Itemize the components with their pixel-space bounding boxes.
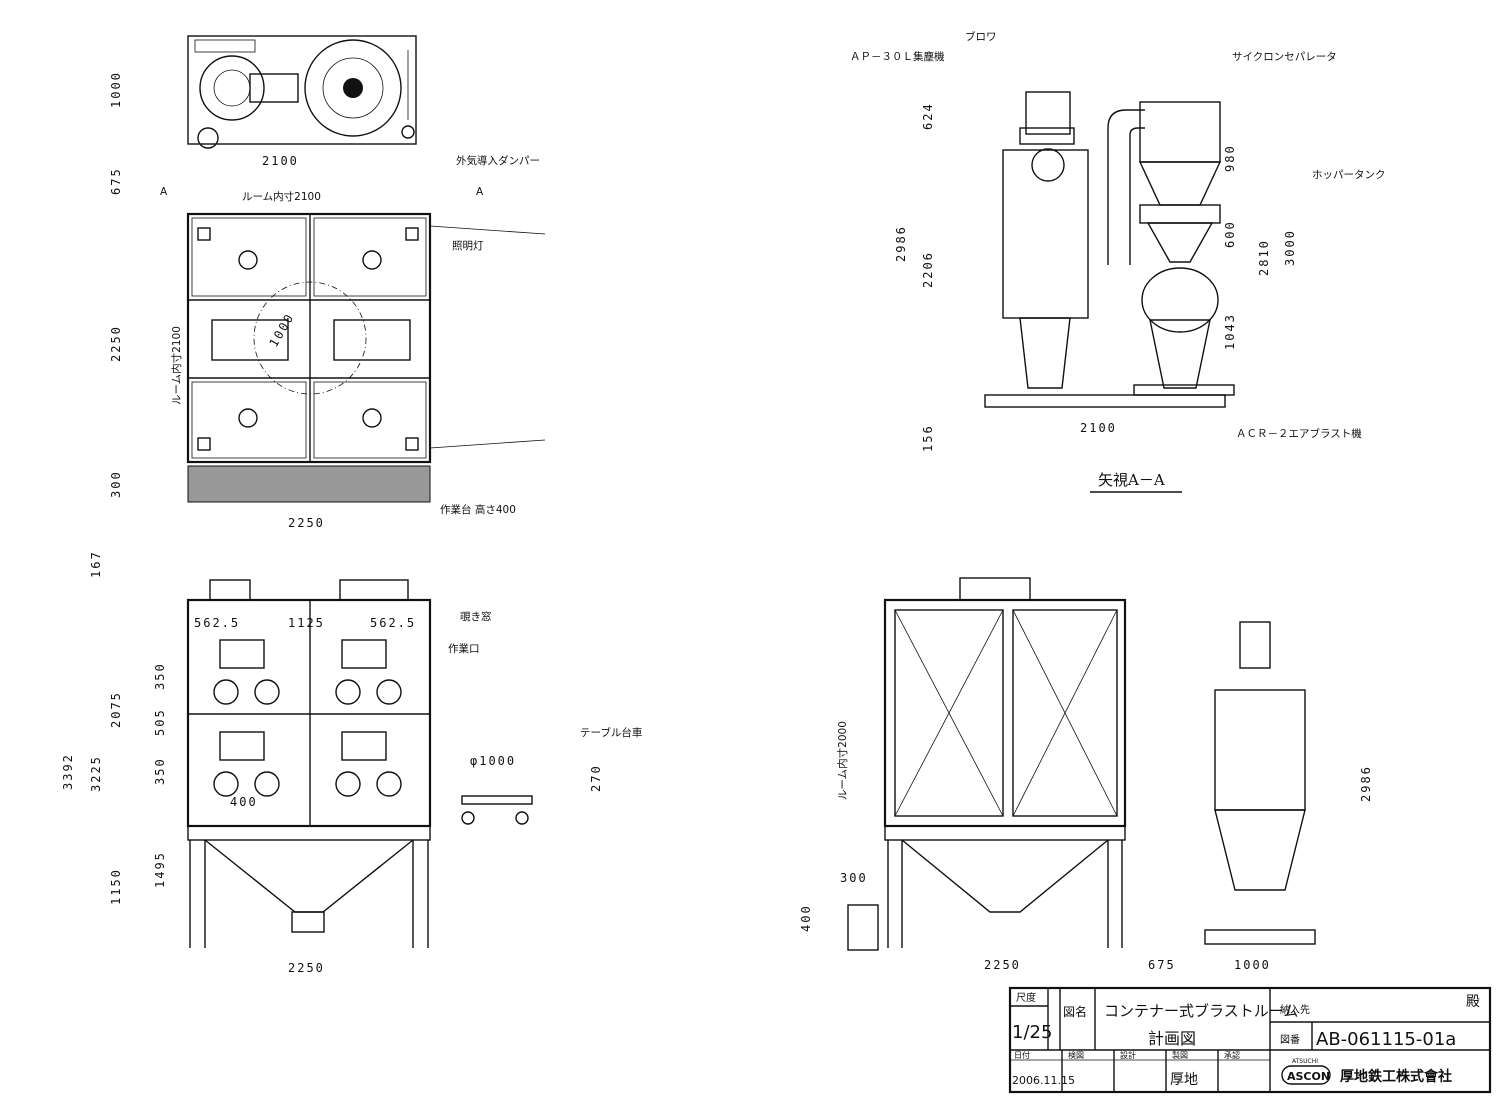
- tb-date-label: 日付: [1014, 1050, 1030, 1060]
- tb-logo-top: ATSUCHI: [1292, 1058, 1318, 1065]
- dim-side-1000: 1000: [1234, 958, 1271, 972]
- dim-1150: 1150: [109, 868, 123, 905]
- dim-base-h: 300: [109, 470, 123, 498]
- dim-base-w: 2250: [288, 516, 325, 530]
- dim-562-right: 562.5: [370, 616, 416, 630]
- tb-design-label: 設計: [1120, 1050, 1136, 1060]
- tb-logo: ASCON: [1287, 1070, 1330, 1083]
- label-collector: ＡＰ－３０Ｌ集塵機: [850, 50, 945, 63]
- dim-2986: 2986: [894, 225, 908, 262]
- dim-1125: 1125: [288, 616, 325, 630]
- label-port: 作業口: [448, 642, 480, 655]
- tb-check-label: 検図: [1068, 1050, 1084, 1060]
- section-mark-right: A: [476, 186, 484, 198]
- plan-view-top: [187, 35, 417, 149]
- dim-3392: 3392: [61, 753, 75, 790]
- side-view-drawing: [847, 577, 1316, 951]
- dim-3000: 3000: [1283, 229, 1297, 266]
- dim-side-2250: 2250: [984, 958, 1021, 972]
- section-title: 矢視A－A: [1098, 471, 1165, 489]
- dim-600: 600: [1223, 220, 1237, 248]
- dim-side-300: 300: [840, 871, 868, 885]
- dim-3225: 3225: [89, 755, 103, 792]
- dim-side-room-inner-h: ルーム内寸2000: [836, 721, 849, 800]
- dim-624: 624: [921, 102, 935, 130]
- tb-drawing-name-1: コンテナー式ブラストルーム: [1104, 1002, 1298, 1020]
- tb-scale-label: 尺度: [1016, 991, 1036, 1004]
- dim-1495: 1495: [153, 851, 167, 888]
- dim-980: 980: [1223, 144, 1237, 172]
- label-table-cart: テーブル台車: [580, 726, 642, 739]
- dim-350-top: 350: [153, 662, 167, 690]
- dim-width-top: 2100: [262, 154, 299, 168]
- dim-height-top: 1000: [109, 71, 123, 108]
- dim-505: 505: [153, 708, 167, 736]
- tb-customer-label: 納入先: [1280, 1003, 1310, 1016]
- dim-cart-height: 270: [589, 764, 603, 792]
- dim-2810: 2810: [1257, 239, 1271, 276]
- dim-room-inner-h: ルーム内寸2100: [170, 326, 183, 405]
- section-view-drawing: [984, 91, 1235, 408]
- label-light: 照明灯: [452, 240, 484, 252]
- tb-signature: 厚地: [1170, 1072, 1198, 1088]
- dim-562-left: 562.5: [194, 616, 240, 630]
- dim-400: 400: [230, 795, 258, 809]
- label-blower: ブロワ: [965, 30, 997, 43]
- tb-drawing-name-label: 図名: [1063, 1004, 1087, 1019]
- label-cyclone: サイクロンセパレータ: [1232, 51, 1337, 63]
- tb-drawing-no-label: 図番: [1280, 1034, 1300, 1046]
- label-window: 覗き窓: [460, 610, 492, 623]
- dim-radius: 1000: [266, 311, 297, 350]
- dim-cart-diameter: φ1000: [470, 754, 516, 768]
- tb-honorific: 殿: [1466, 994, 1480, 1010]
- label-blast: ＡＣＲ－２エアブラスト機: [1236, 427, 1362, 440]
- dim-gap: 675: [109, 167, 123, 195]
- dim-1043: 1043: [1223, 313, 1237, 350]
- dim-side-2986: 2986: [1359, 765, 1373, 802]
- dim-side-400: 400: [799, 904, 813, 932]
- label-damper: 外気導入ダンパー: [456, 154, 540, 167]
- dim-167: 167: [89, 550, 103, 578]
- tb-date: 2006.11.15: [1012, 1074, 1075, 1087]
- dim-2206: 2206: [921, 251, 935, 288]
- dim-2250: 2250: [288, 961, 325, 975]
- front-view-drawing: [186, 579, 533, 948]
- dim-2075: 2075: [109, 691, 123, 728]
- section-mark-left: A: [160, 186, 168, 198]
- tb-drawing-name-2: 計画図: [1148, 1029, 1196, 1048]
- label-hopper: ホッパータンク: [1312, 169, 1386, 181]
- dim-room-inner-w: ルーム内寸2100: [242, 190, 321, 203]
- tb-company: 厚地鉄工株式會社: [1340, 1068, 1452, 1085]
- dim-156: 156: [921, 424, 935, 452]
- label-bench: 作業台 高さ400: [440, 503, 516, 516]
- dim-2100: 2100: [1080, 421, 1117, 435]
- plan-view-room: [186, 212, 546, 503]
- title-block: [1008, 986, 1492, 1094]
- dim-room-h: 2250: [109, 325, 123, 362]
- dim-side-675: 675: [1148, 958, 1176, 972]
- dim-350-bottom: 350: [153, 757, 167, 785]
- tb-draw-label: 製図: [1172, 1050, 1188, 1060]
- tb-scale: 1/25: [1012, 1022, 1052, 1043]
- tb-approve-label: 承認: [1224, 1050, 1240, 1060]
- tb-drawing-no: AB-061115-01a: [1316, 1029, 1456, 1050]
